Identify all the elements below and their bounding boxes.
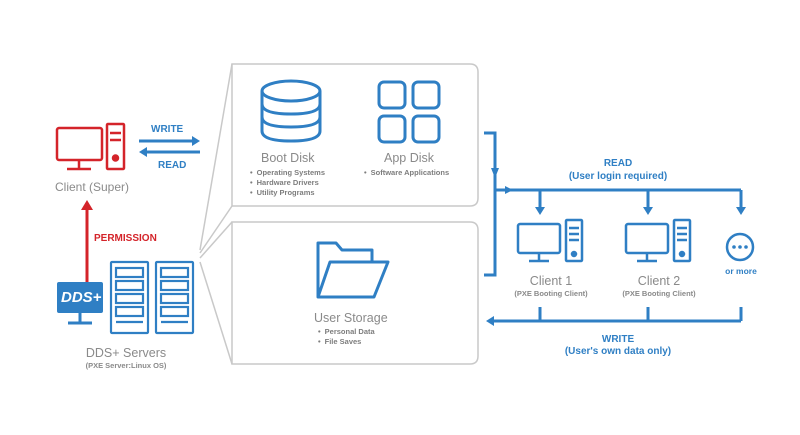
app-disk-title: App Disk [384, 151, 435, 165]
top-panel [231, 63, 479, 207]
super-write-read-arrows [139, 136, 200, 157]
or-more-label: or more [725, 266, 757, 276]
client-2-icon [624, 218, 692, 263]
boot-disk-list: Operating Systems Hardware Drivers Utili… [250, 168, 325, 198]
bottom-panel [231, 221, 479, 365]
client-2-label: Client 2 [637, 274, 681, 288]
client-1-label: Client 1 [529, 274, 573, 288]
boot-disk-item: Utility Programs [250, 188, 325, 198]
client-super-label: Client (Super) [54, 180, 130, 194]
user-storage-title: User Storage [314, 311, 388, 325]
boot-disk-item: Hardware Drivers [250, 178, 325, 188]
more-icon [725, 232, 755, 262]
client-super-icon [55, 122, 126, 171]
permission-label: PERMISSION [94, 233, 157, 244]
read-label-right: READ [603, 158, 633, 169]
storage-panels [199, 63, 479, 365]
client-2-sub-label: (PXE Booting Client) [622, 289, 696, 298]
app-disk-list: Software Applications [364, 168, 449, 178]
user-storage-list: Personal Data File Saves [318, 327, 375, 347]
folder-icon [316, 241, 390, 299]
permission-arrow [81, 200, 93, 284]
app-grid-icon [377, 80, 441, 144]
read-label-top: READ [158, 160, 187, 171]
write-label-top: WRITE [151, 124, 184, 135]
dds-monitor-icon [57, 282, 103, 325]
write-label-right-sub: (User's own data only) [564, 346, 672, 357]
client-1-sub-label: (PXE Booting Client) [514, 289, 588, 298]
client-1-icon [516, 218, 584, 263]
servers-sub-label: (PXE Server:Linux OS) [85, 361, 167, 370]
server-racks-icon [109, 260, 195, 335]
write-label-right: WRITE [601, 334, 635, 345]
network-arrowheads [486, 168, 746, 326]
network-lines [484, 131, 743, 323]
database-icon [260, 79, 322, 143]
boot-disk-title: Boot Disk [261, 151, 315, 165]
funnel-lines [199, 63, 233, 365]
app-disk-item: Software Applications [364, 168, 449, 178]
boot-disk-item: Operating Systems [250, 168, 325, 178]
user-storage-item: File Saves [318, 337, 375, 347]
user-storage-item: Personal Data [318, 327, 375, 337]
read-label-right-sub: (User login required) [568, 171, 668, 182]
servers-label: DDS+ Servers [85, 346, 167, 360]
dds-logo-text: DDS+ [61, 289, 102, 306]
